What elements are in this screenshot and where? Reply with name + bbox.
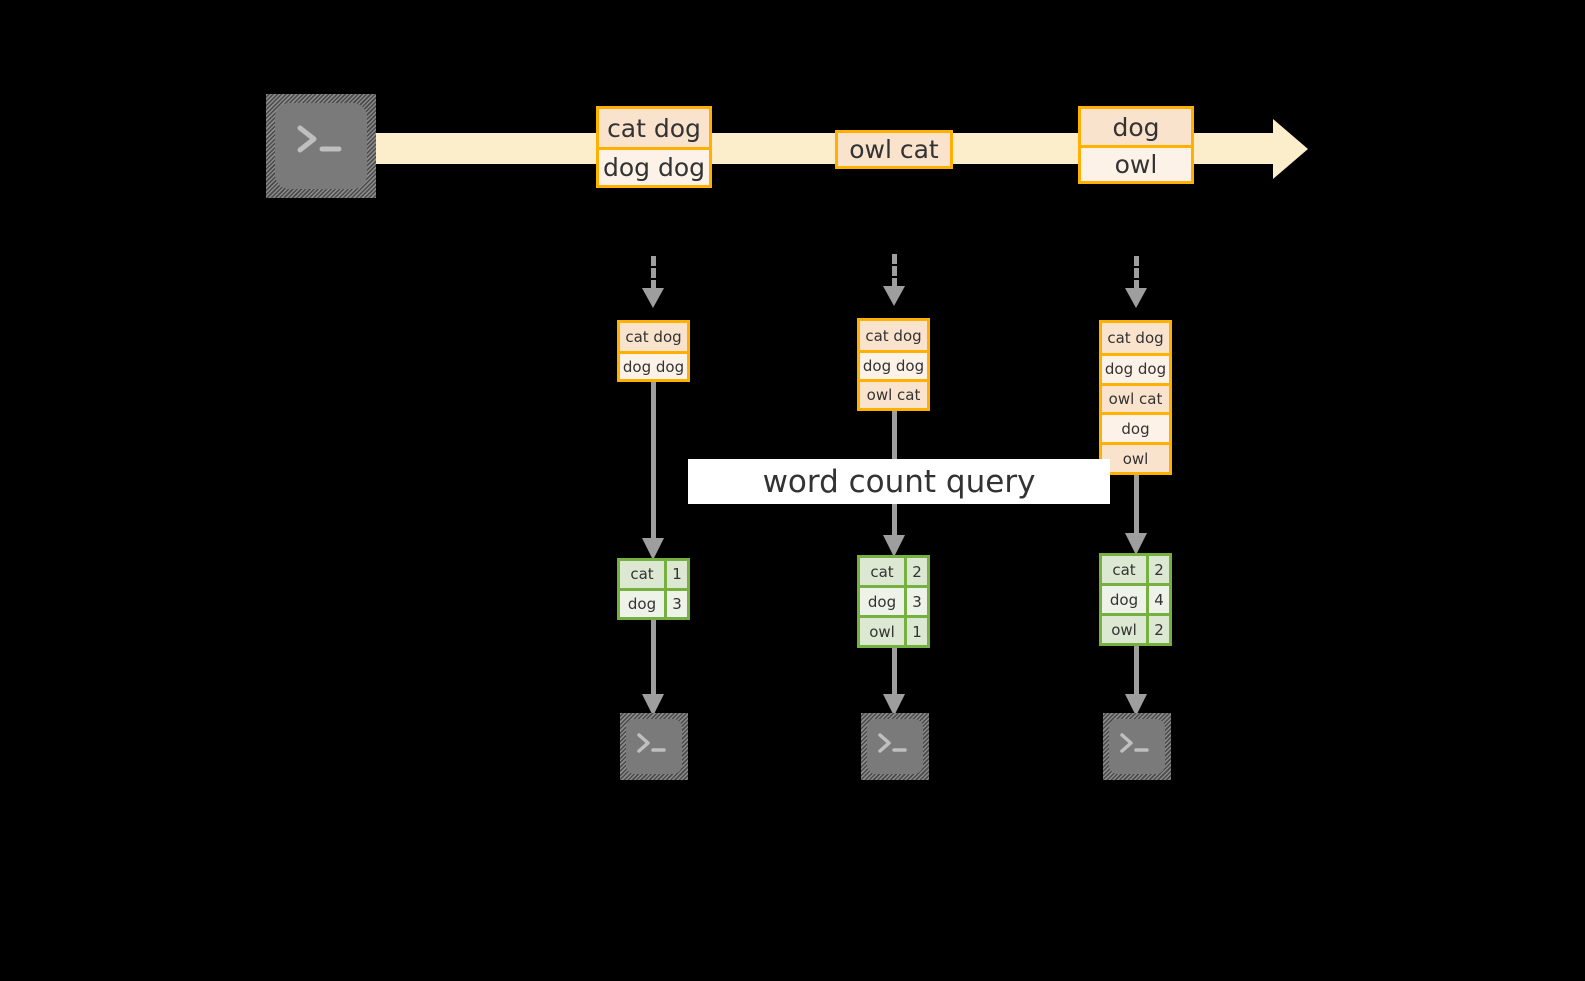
stream-to-snapshot-connector [651,256,656,290]
snapshot-row: owl [1102,442,1169,472]
snapshot-row: dog dog [620,351,687,379]
terminal-screen [1109,719,1165,774]
result-row: dog 3 [860,585,927,615]
result-row: dog 3 [620,587,687,617]
terminal-prompt-icon [1120,733,1149,753]
result-to-sink-connector [892,648,897,696]
result-to-sink-arrowhead [642,694,664,716]
result-to-sink-connector [651,620,656,696]
stream-event-2: owl cat [835,130,953,169]
snapshot-table-2: cat dog dog dog owl cat [857,318,930,411]
result-word: dog [860,588,904,615]
stream-to-snapshot-arrowhead [642,288,664,308]
result-table-2: cat 2 dog 3 owl 1 [857,555,930,648]
stream-event-line: cat dog [599,109,709,147]
terminal-screen [275,103,367,189]
snapshot-row: owl cat [860,378,927,408]
result-row: dog 4 [1102,583,1169,613]
stream-to-snapshot-connector [892,254,897,288]
result-word: owl [860,618,904,645]
result-row: owl 1 [860,615,927,645]
terminal-screen [867,719,923,774]
result-count: 4 [1146,586,1169,613]
terminal-prompt-icon [637,733,666,753]
result-count: 2 [1146,556,1169,583]
result-count: 3 [664,590,687,617]
result-count: 2 [904,558,927,585]
sink-terminal-icon-2 [861,713,929,780]
result-to-sink-connector [1134,646,1139,696]
snapshot-row: cat dog [620,323,687,351]
terminal-prompt-icon [297,125,342,153]
snapshot-to-result-arrowhead [642,538,664,560]
snapshot-to-result-arrowhead [883,535,905,557]
stream-event-line: dog [1081,109,1191,145]
result-word: dog [620,590,664,617]
stream-to-snapshot-connector [1134,256,1139,290]
result-count: 1 [664,561,687,588]
snapshot-row: cat dog [1102,323,1169,353]
result-table-3: cat 2 dog 4 owl 2 [1099,553,1172,646]
result-row: owl 2 [1102,613,1169,643]
snapshot-table-1: cat dog dog dog [617,320,690,382]
result-count: 1 [904,618,927,645]
result-to-sink-arrowhead [1125,694,1147,716]
source-terminal-icon [266,94,376,198]
snapshot-table-3: cat dog dog dog owl cat dog owl [1099,320,1172,475]
result-row: cat 2 [860,558,927,585]
snapshot-row: dog dog [1102,352,1169,383]
stream-event-3: dog owl [1078,106,1194,184]
sink-terminal-icon-3 [1103,713,1171,780]
result-row: cat 1 [620,561,687,588]
result-word: cat [1102,556,1146,583]
stream-event-line: owl cat [838,133,950,166]
terminal-screen [626,719,682,774]
stream-event-1: cat dog dog dog [596,106,712,188]
stream-event-line: dog dog [599,147,709,185]
query-label-banner: word count query [688,459,1110,504]
snapshot-row: dog dog [860,350,927,379]
result-row: cat 2 [1102,556,1169,583]
result-table-1: cat 1 dog 3 [617,558,690,620]
result-count: 3 [904,588,927,615]
stream-to-snapshot-arrowhead [1125,288,1147,308]
result-word: owl [1102,616,1146,643]
terminal-prompt-icon [878,733,907,753]
result-word: dog [1102,586,1146,613]
snapshot-to-result-connector [651,382,656,540]
snapshot-row: cat dog [860,321,927,350]
query-label: word count query [762,463,1036,500]
stream-to-snapshot-arrowhead [883,286,905,306]
sink-terminal-icon-1 [620,713,688,780]
stream-event-line: owl [1081,145,1191,181]
snapshot-to-result-connector [1134,475,1139,535]
snapshot-row: owl cat [1102,382,1169,413]
snapshot-to-result-arrowhead [1125,533,1147,555]
result-word: cat [860,558,904,585]
result-to-sink-arrowhead [883,694,905,716]
event-stream-arrowhead [1273,119,1308,179]
result-word: cat [620,561,664,588]
result-count: 2 [1146,616,1169,643]
snapshot-row: dog [1102,412,1169,443]
